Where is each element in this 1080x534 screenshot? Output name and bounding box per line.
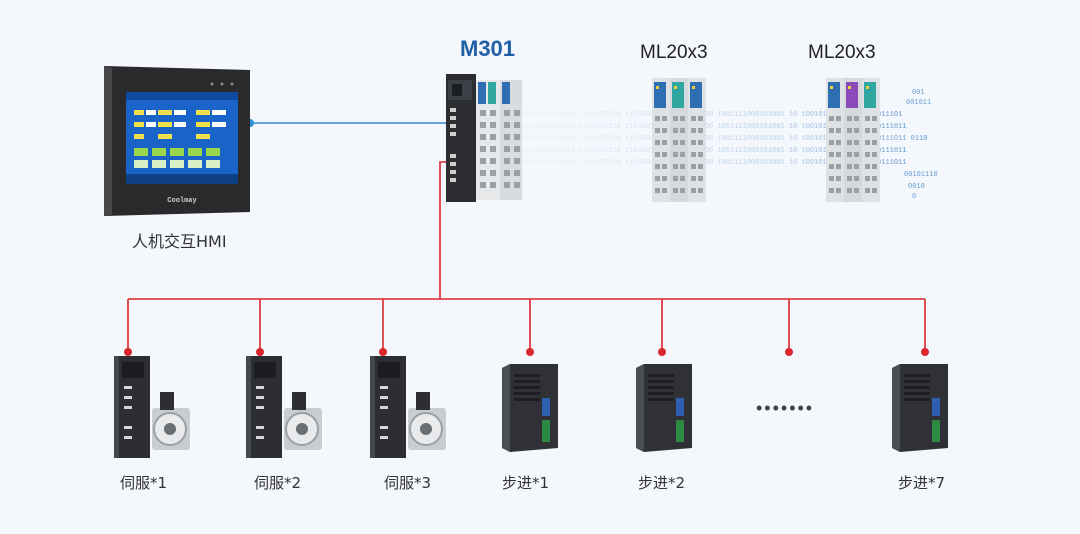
- m301-controller: [446, 74, 522, 202]
- hmi-brand: Coolmay: [167, 197, 197, 205]
- hmi-label: 人机交互HMI: [132, 232, 227, 251]
- device-label-stepper-2: 步进*2: [638, 474, 686, 492]
- svg-text:0010101011010 1101020120 11010: 0010101011010 1101020120 11010011 101001…: [520, 123, 906, 131]
- stepper-driver-1: [502, 364, 558, 452]
- stepper-driver-2: [636, 364, 692, 452]
- svg-text:001011: 001011: [906, 99, 931, 107]
- device-label-servo-3: 伺服*3: [384, 474, 432, 492]
- svg-text:0010101011010 1101020120 11010: 0010101011010 1101020120 11010011 101001…: [520, 111, 902, 119]
- binary-stream: 0010101011010 1101020120 11010011 101001…: [520, 89, 938, 201]
- servo-drive-2: [246, 356, 322, 458]
- device-label-servo-1: 伺服*1: [120, 474, 168, 492]
- expansion-title-1: ML20x3: [640, 42, 708, 63]
- expansion-module-2: [826, 78, 880, 202]
- device-label-stepper-7: 步进*7: [898, 474, 946, 492]
- svg-text:0010101011010 1101020120 11010: 0010101011010 1101020120 11010011 101001…: [520, 159, 906, 167]
- controller-title: M301: [460, 36, 516, 61]
- expansion-module-1: [652, 78, 706, 202]
- svg-text:0: 0: [912, 193, 916, 201]
- servo-drive-1: [114, 356, 190, 458]
- svg-text:0010101011010 1101020120 11010: 0010101011010 1101020120 11010011 101001…: [520, 147, 906, 155]
- ellipsis-dots: •••••••: [756, 398, 815, 418]
- expansion-title-2: ML20x3: [808, 42, 876, 63]
- hmi-panel: Coolmay: [104, 66, 250, 216]
- svg-text:001: 001: [912, 89, 925, 97]
- svg-text:0010101011010 1101020120 11010: 0010101011010 1101020120 11010011 101001…: [520, 135, 927, 143]
- device-label-servo-2: 伺服*2: [254, 474, 302, 492]
- svg-text:00101110: 00101110: [904, 171, 938, 179]
- stepper-driver-7: [892, 364, 948, 452]
- servo-drive-3: [370, 356, 446, 458]
- device-label-stepper-1: 步进*1: [502, 474, 550, 492]
- svg-text:0010: 0010: [908, 183, 925, 191]
